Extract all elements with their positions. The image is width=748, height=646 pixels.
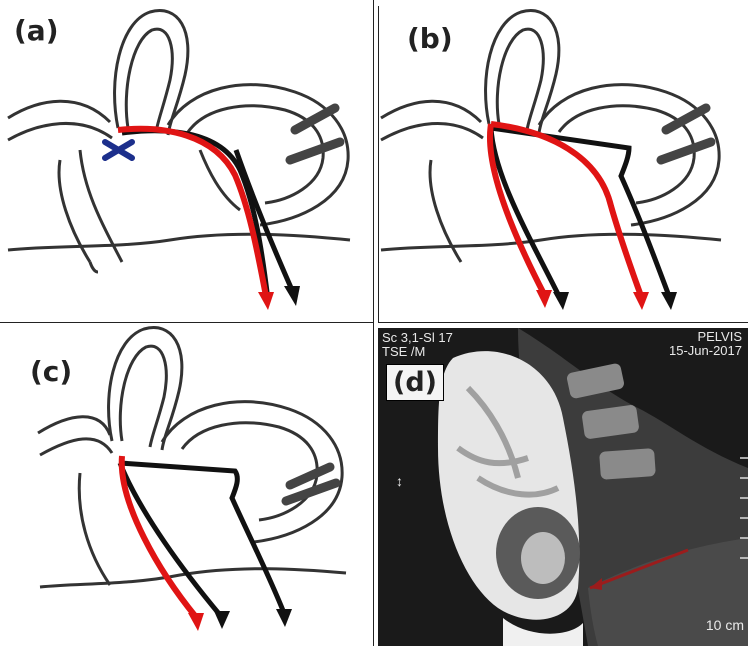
black-path-b1 <box>491 128 559 296</box>
mri-date-label: 15-Jun-2017 <box>669 344 742 358</box>
pubis-outline-a <box>8 101 110 122</box>
mri-side-marker: ↕ <box>396 474 403 488</box>
perineum-outline-a <box>8 234 350 250</box>
panel-a: (a) <box>0 0 374 323</box>
panel-b: (b) <box>378 6 748 323</box>
mri-sequence-label: TSE /M <box>382 345 425 359</box>
mri-region-label: PELVIS <box>697 330 742 344</box>
red-path-a <box>118 129 266 296</box>
panel-label-a: (a) <box>14 14 59 47</box>
red-arrowhead-a <box>258 292 274 310</box>
mri-series-label: Sc 3,1-Sl 17 <box>382 331 453 345</box>
panel-label-c: (c) <box>30 355 72 388</box>
panel-label-b: (b) <box>407 22 453 55</box>
mri-scale-label: 10 cm <box>706 618 744 632</box>
black-arrowhead-a <box>284 286 300 306</box>
panel-c: (c) <box>0 323 374 646</box>
occlusion-marker <box>105 142 132 158</box>
uterus-cavity-a <box>126 29 172 132</box>
black-path-c2 <box>120 463 220 615</box>
panel-d-mri: Sc 3,1-Sl 17 TSE /M PELVIS 15-Jun-2017 ↕… <box>378 328 748 646</box>
panel-label-d: (d) <box>386 364 444 401</box>
diagram-a <box>0 0 374 323</box>
